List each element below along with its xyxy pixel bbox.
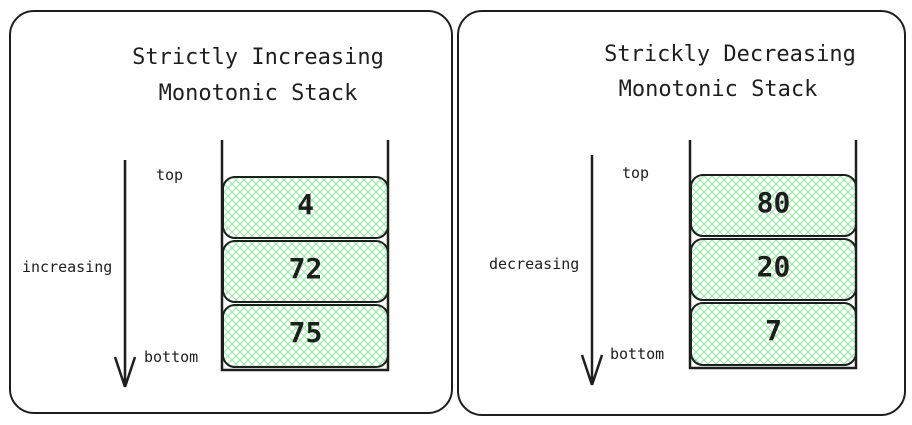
direction-label: decreasing xyxy=(489,255,580,273)
title-line1: Strictly Increasing xyxy=(132,45,384,70)
stack-box xyxy=(222,304,389,368)
down-arrow-icon xyxy=(113,160,137,388)
title-line2: Monotonic Stack xyxy=(618,77,818,102)
stack-box xyxy=(690,238,857,301)
stack-value: 80 xyxy=(756,186,791,219)
direction-label: increasing xyxy=(22,258,113,276)
bottom-label: bottom xyxy=(144,348,199,366)
panel-frame-decreasing xyxy=(457,10,906,416)
down-arrow-icon xyxy=(580,155,604,386)
top-label: top xyxy=(156,166,184,184)
panel-frame-increasing xyxy=(9,10,453,414)
bottom-label: bottom xyxy=(610,345,665,363)
stack-box xyxy=(690,302,857,366)
stack-value: 75 xyxy=(288,316,323,349)
title-line1: Strickly Decreasing xyxy=(604,42,856,67)
stack-value: 4 xyxy=(297,188,314,221)
stack-value: 20 xyxy=(756,250,791,283)
stack-box xyxy=(222,176,389,239)
top-label: top xyxy=(622,164,650,182)
stack-box xyxy=(690,174,857,237)
stack-box xyxy=(222,240,389,303)
stack-value: 72 xyxy=(288,252,323,285)
title-line2: Monotonic Stack xyxy=(158,81,358,106)
stack-value: 7 xyxy=(765,314,782,347)
